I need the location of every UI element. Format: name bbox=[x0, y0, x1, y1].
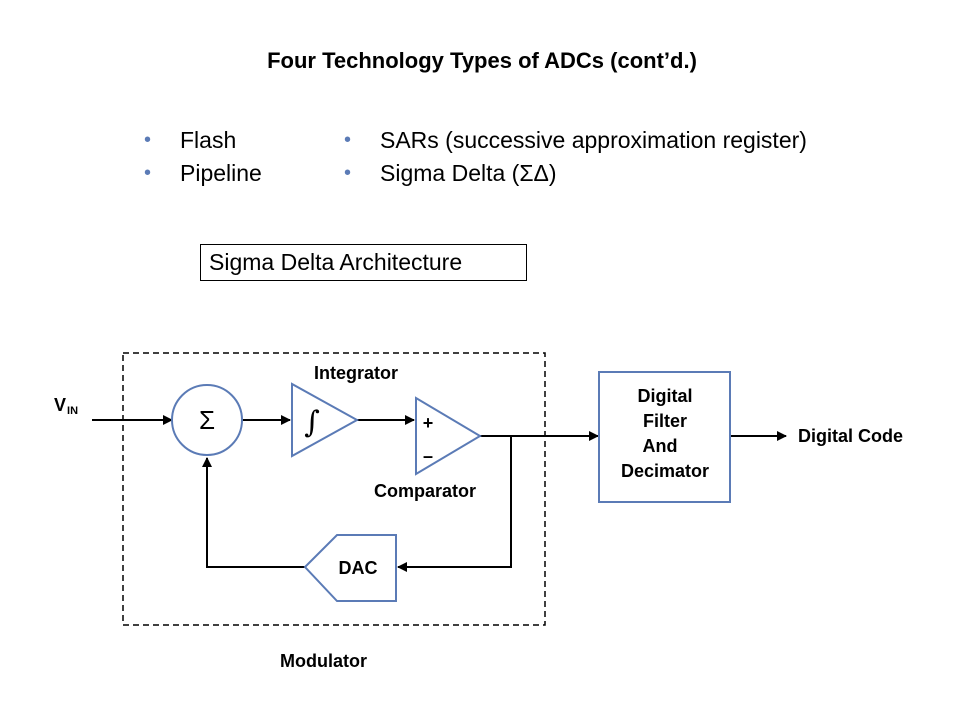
summer-symbol: Σ bbox=[199, 405, 215, 435]
slide-title: Four Technology Types of ADCs (cont’d.) bbox=[267, 48, 697, 73]
wire-dac-to-summer bbox=[202, 457, 305, 568]
integrator-block bbox=[291, 382, 360, 458]
bullet-text: SARs (successive approximation register) bbox=[380, 127, 807, 153]
comparator-plus-sign: + bbox=[423, 413, 434, 433]
summer-block bbox=[171, 384, 243, 456]
bullet-item-sigma-delta: • Sigma Delta (ΣΔ) bbox=[344, 157, 807, 190]
comparator-label: Comparator bbox=[374, 481, 476, 501]
bullet-text: Flash bbox=[180, 127, 237, 153]
architecture-label-box: Sigma Delta Architecture bbox=[200, 244, 527, 281]
bullet-dot: • bbox=[144, 162, 152, 184]
modulator-label: Modulator bbox=[280, 651, 367, 671]
bullet-item-sar: • SARs (successive approximation register… bbox=[344, 124, 807, 157]
wire-feedback-to-dac bbox=[397, 436, 512, 572]
vin-label: VIN bbox=[54, 395, 78, 417]
integrator-symbol: ∫ bbox=[304, 405, 320, 440]
dac-block bbox=[303, 534, 397, 602]
vin-label-subscript: IN bbox=[67, 405, 78, 417]
filter-label-line: And bbox=[643, 436, 678, 456]
bullet-text: Pipeline bbox=[180, 160, 262, 186]
modulator-boundary bbox=[122, 352, 546, 626]
bullet-text: Sigma Delta (ΣΔ) bbox=[380, 160, 557, 186]
bullet-list-right: • SARs (successive approximation register… bbox=[344, 124, 807, 190]
bullet-item-flash: • Flash bbox=[144, 124, 262, 157]
dac-label: DAC bbox=[339, 558, 378, 578]
bullet-item-pipeline: • Pipeline bbox=[144, 157, 262, 190]
bullet-dot: • bbox=[344, 129, 352, 151]
comparator-block bbox=[415, 396, 482, 476]
bullet-list-left: • Flash • Pipeline bbox=[144, 124, 262, 190]
bullet-dot: • bbox=[344, 162, 352, 184]
bullet-dot: • bbox=[144, 129, 152, 151]
filter-label-line: Digital bbox=[637, 386, 692, 406]
filter-label-line: Filter bbox=[643, 411, 687, 431]
digital-filter-block bbox=[598, 371, 731, 503]
filter-label-line: Decimator bbox=[621, 461, 709, 481]
comparator-minus-sign: – bbox=[423, 446, 433, 466]
output-label: Digital Code bbox=[798, 426, 903, 446]
vin-label-main: V bbox=[54, 395, 66, 415]
integrator-label: Integrator bbox=[314, 363, 398, 383]
